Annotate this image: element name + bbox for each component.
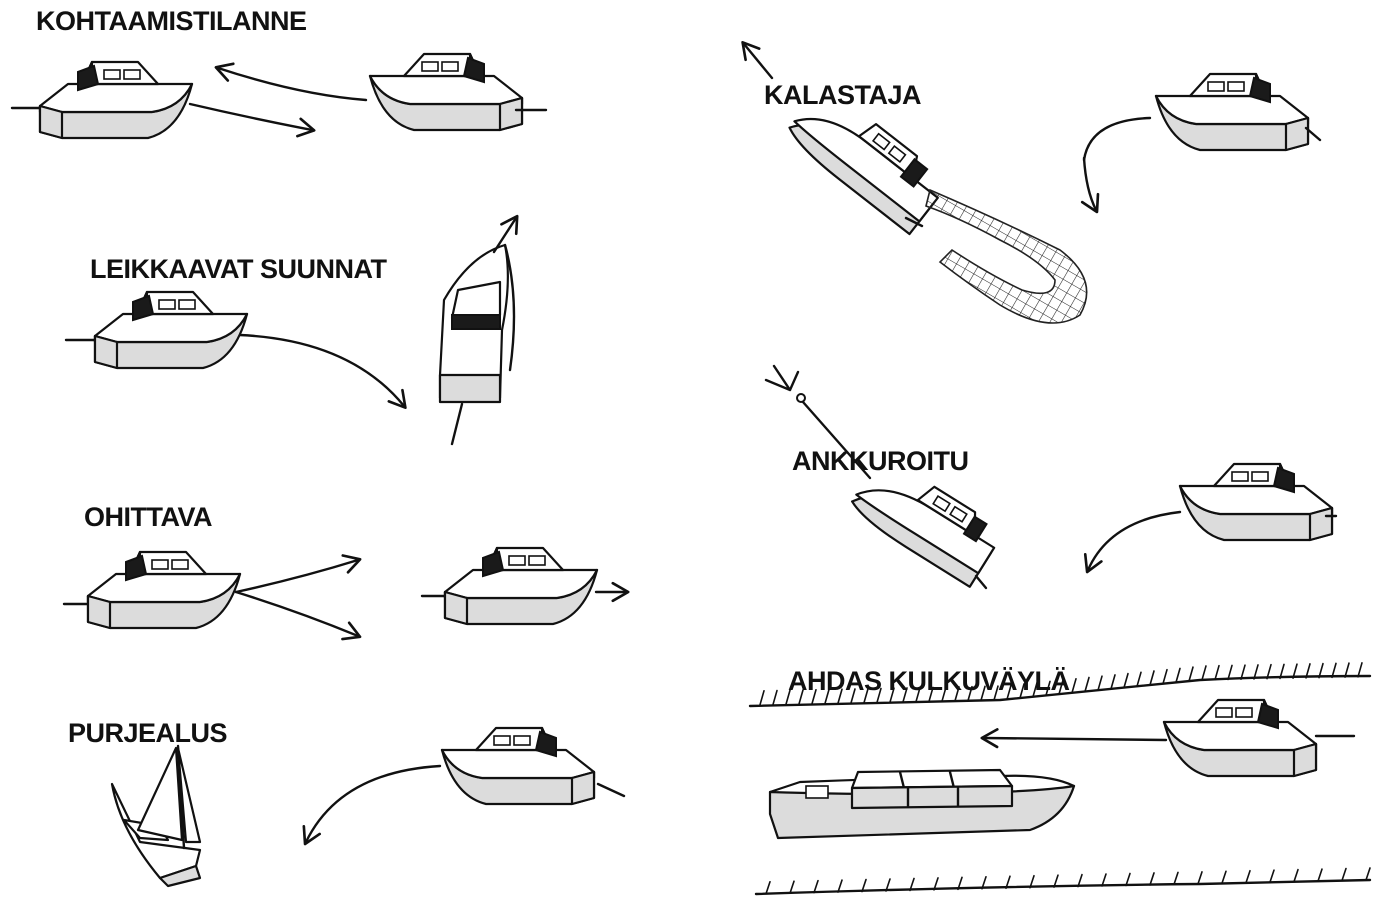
- label-meeting: KOHTAAMISTILANNE: [36, 6, 306, 36]
- course-arrow: [1084, 158, 1096, 210]
- hatch-mark: [1111, 675, 1115, 689]
- course-arrow: [190, 104, 312, 130]
- hatch-mark: [1246, 871, 1250, 883]
- hatch-mark: [1198, 872, 1202, 884]
- hatch-mark: [1222, 871, 1226, 883]
- label-sailboat: PURJEALUS: [68, 718, 227, 748]
- scene-overtaking: OHITTAVA: [64, 502, 626, 636]
- hatch-mark: [773, 691, 777, 705]
- hatch-mark: [790, 881, 794, 893]
- hatch-mark: [1072, 679, 1076, 693]
- motorboat-icon: [370, 54, 522, 130]
- label-anchored: ANKKUROITU: [792, 446, 969, 476]
- course-arrow: [236, 560, 358, 592]
- hatch-mark: [1174, 872, 1178, 884]
- hatch-mark: [1163, 670, 1167, 684]
- hatch-mark: [1085, 678, 1089, 692]
- label-overtaking: OHITTAVA: [84, 502, 212, 532]
- scene-meeting: KOHTAAMISTILANNE: [12, 6, 546, 138]
- hatch-mark: [1294, 870, 1298, 882]
- wake-line: [976, 576, 986, 588]
- course-arrow: [218, 68, 366, 100]
- label-crossing: LEIKKAAVAT SUUNNAT: [90, 254, 387, 284]
- hatch-mark: [1358, 663, 1362, 677]
- label-narrow-channel: AHDAS KULKUVÄYLÄ: [788, 666, 1070, 696]
- course-arrow: [744, 44, 772, 78]
- hatch-mark: [1270, 870, 1274, 882]
- hatch-mark: [766, 882, 770, 894]
- hatch-mark: [1098, 676, 1102, 690]
- motorboat-icon: [442, 728, 594, 804]
- wake-line: [452, 404, 462, 444]
- sailboat-icon: [112, 746, 200, 886]
- scene-sailboat: PURJEALUS: [68, 718, 624, 886]
- hatch-mark: [1228, 665, 1232, 679]
- hatch-mark: [1366, 868, 1370, 880]
- course-arrow: [240, 335, 404, 406]
- hatch-mark: [1150, 671, 1154, 685]
- hatch-mark: [1215, 666, 1219, 680]
- hatch-mark: [1137, 672, 1141, 686]
- ship-icon: [770, 770, 1074, 838]
- shoreline-lower: [756, 880, 1370, 894]
- course-arrow: [306, 766, 440, 842]
- motorboat-icon: [1164, 700, 1316, 776]
- fishing-net-icon: [926, 190, 1087, 323]
- motorboat-icon: [95, 292, 247, 368]
- motorboat-icon: [40, 62, 192, 138]
- motorboat-icon: [440, 245, 514, 402]
- motorboat-icon: [1180, 464, 1332, 540]
- motorboat-icon: [1156, 74, 1308, 150]
- scene-crossing: LEIKKAAVAT SUUNNAT: [66, 218, 516, 444]
- course-arrow: [984, 738, 1166, 740]
- scene-fisher: KALASTAJA: [744, 44, 1320, 323]
- scene-anchored: ANKKUROITU: [766, 366, 1336, 588]
- label-fisher: KALASTAJA: [764, 80, 921, 110]
- course-arrow: [236, 592, 358, 636]
- hatch-mark: [1124, 674, 1128, 688]
- scene-narrow-channel: AHDAS KULKUVÄYLÄ: [750, 663, 1370, 894]
- hatch-mark: [1342, 869, 1346, 881]
- motorboat-icon: [88, 552, 240, 628]
- hatch-mark: [1176, 668, 1180, 682]
- course-arrow: [1088, 512, 1180, 570]
- course-curve: [1084, 118, 1150, 160]
- hatch-mark: [1189, 667, 1193, 681]
- hatch-mark: [760, 691, 764, 705]
- hatch-mark: [1318, 869, 1322, 881]
- hatch-mark: [1150, 873, 1154, 885]
- wake-line: [598, 784, 624, 796]
- motorboat-icon: [445, 548, 597, 624]
- hatch-mark: [1202, 666, 1206, 680]
